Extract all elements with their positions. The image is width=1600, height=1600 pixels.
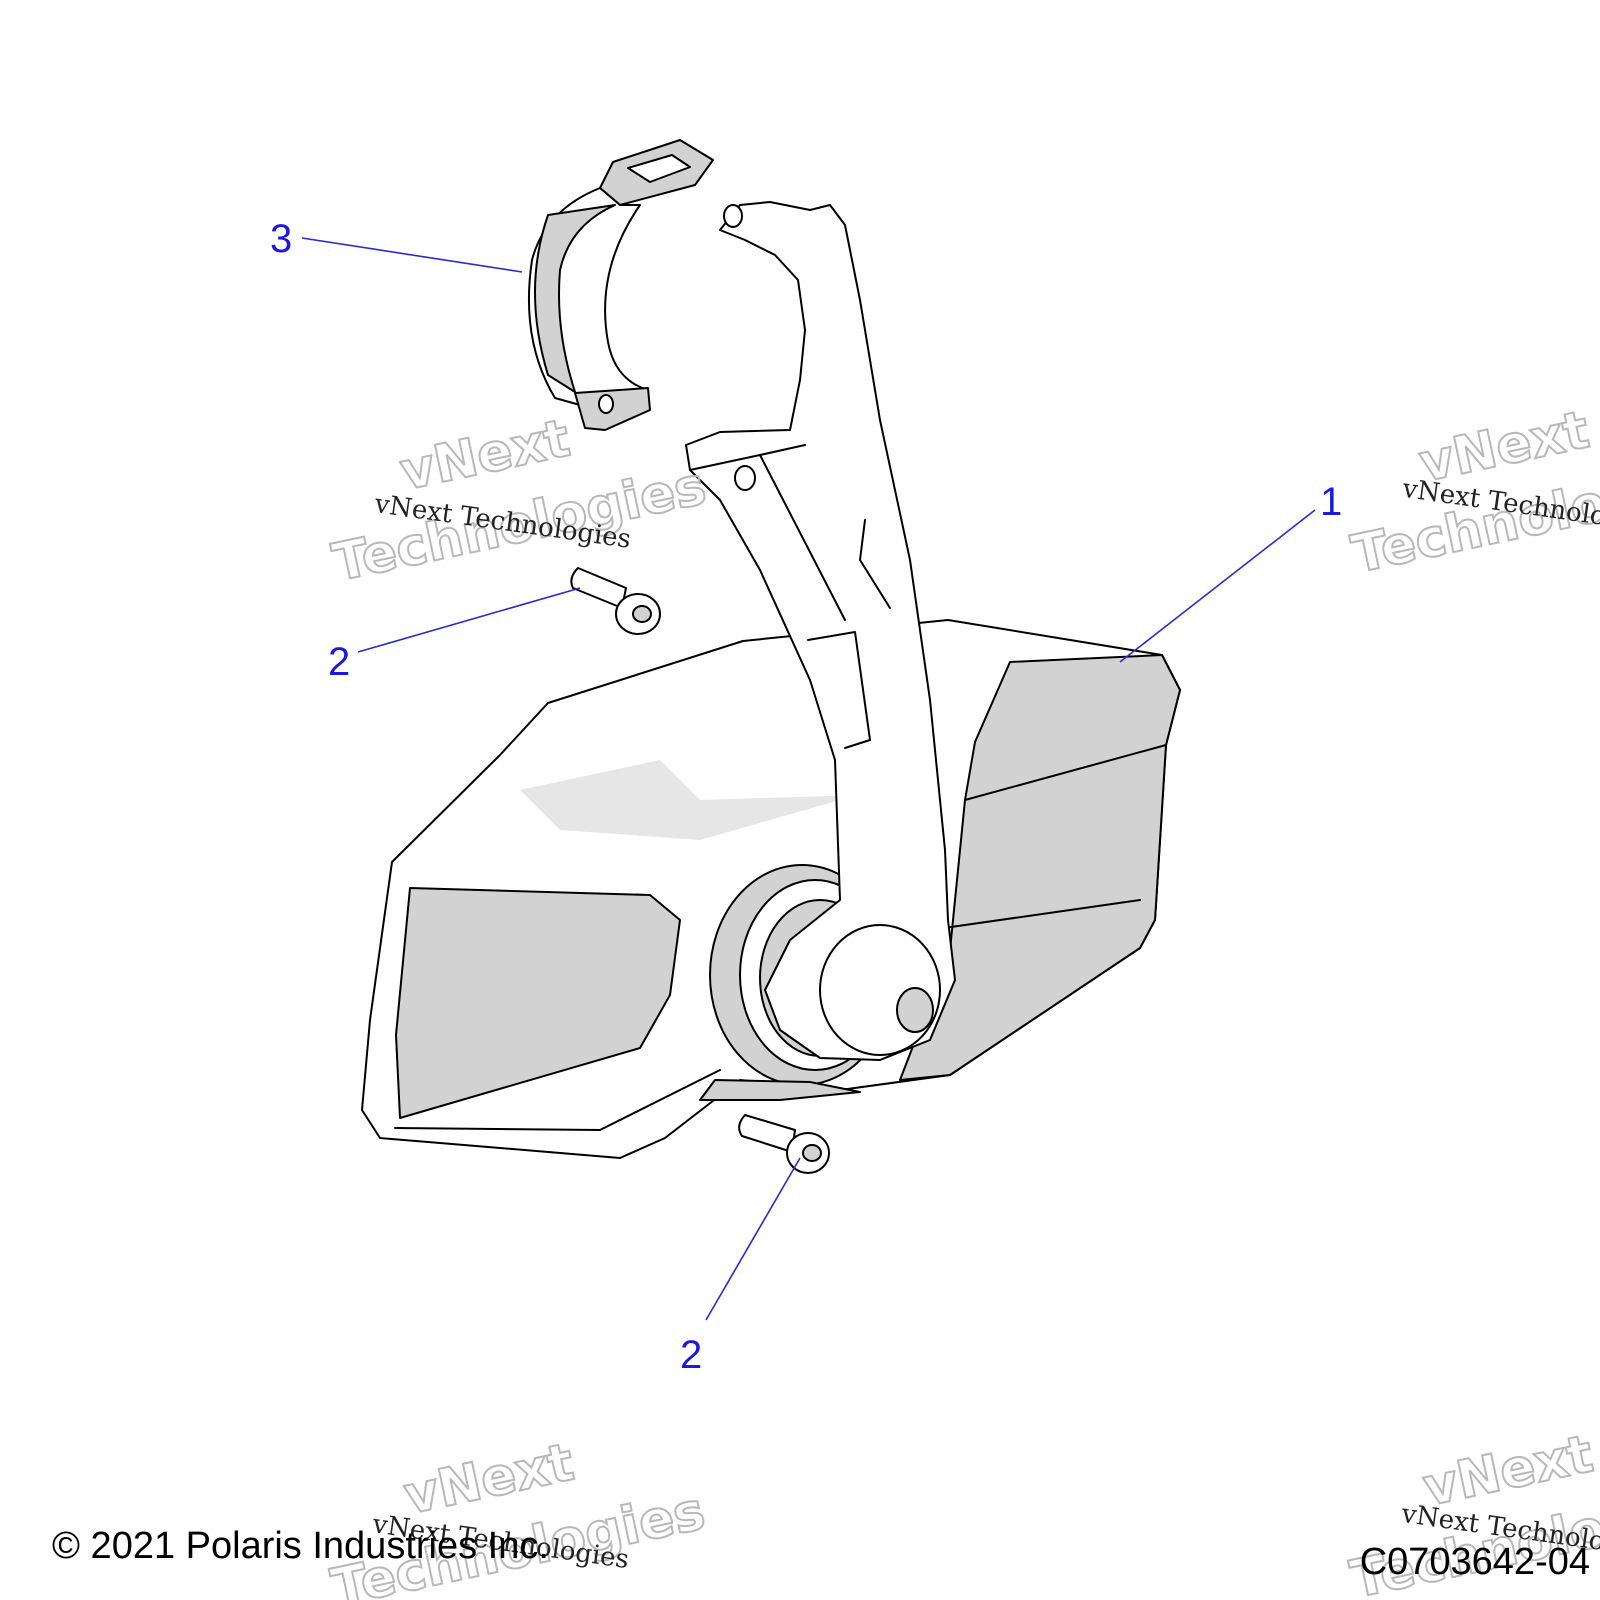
copyright-text: © 2021 Polaris Industries Inc. xyxy=(52,1525,549,1567)
callout-3: 3 xyxy=(270,217,292,261)
leader-line-2a xyxy=(357,587,581,653)
callout-2-upper: 2 xyxy=(328,640,350,684)
callout-1: 1 xyxy=(1320,480,1342,524)
callout-2-lower: 2 xyxy=(680,1333,702,1377)
part-2-screw-upper xyxy=(570,567,661,635)
watermark-top-right: vNext Technologies vNext Technologies xyxy=(1346,399,1600,586)
leader-line-2b xyxy=(705,1157,801,1321)
part-3-clamp xyxy=(527,139,714,431)
watermark-top-left: vNext Technologies vNext Technologies xyxy=(327,407,712,594)
part-1-mount-arm xyxy=(685,201,956,1061)
part-1-housing xyxy=(361,619,1181,1159)
part-2-screw-lower xyxy=(738,1114,830,1174)
leader-line-3 xyxy=(301,237,523,273)
watermark-bottom-left: vNext Technologies vNext Technologies xyxy=(326,1431,711,1600)
figure-id: C0703642-04 xyxy=(1360,1541,1590,1583)
leader-line-1 xyxy=(1119,509,1316,663)
